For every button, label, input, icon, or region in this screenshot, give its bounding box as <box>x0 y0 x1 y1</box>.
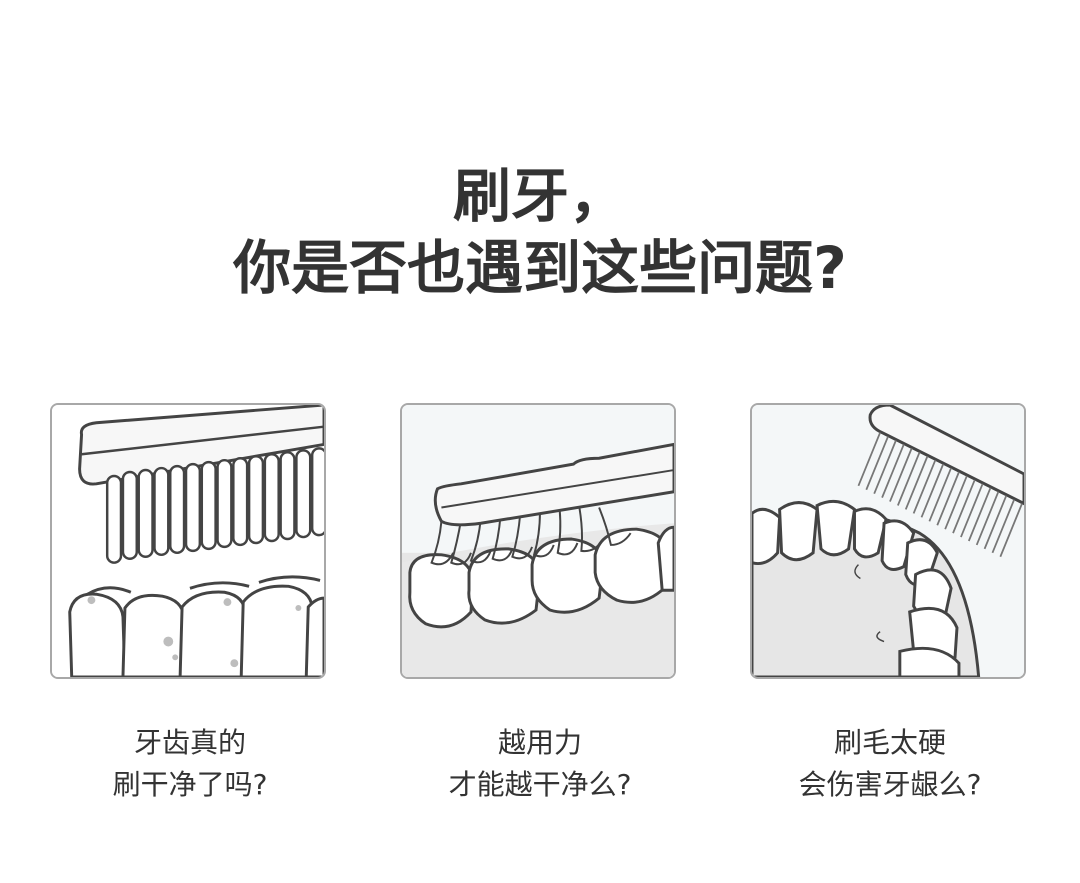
caption-line-1: 牙齿真的 <box>133 726 246 759</box>
caption-line-2: 会伤害牙龈么? <box>798 768 982 801</box>
caption-line-1: 越用力 <box>497 726 582 759</box>
caption-plaque: 牙齿真的 刷干净了吗? <box>30 722 350 806</box>
toothbrush-on-plaque-teeth-icon <box>52 405 324 677</box>
headline: 刷牙， 你是否也遇到这些问题? <box>0 160 1080 304</box>
caption-line-1: 刷毛太硬 <box>833 726 946 759</box>
caption-line-2: 刷干净了吗? <box>112 768 268 801</box>
illustration-panel-plaque <box>50 403 326 679</box>
illustration-panel-gums <box>750 403 1026 679</box>
caption-line-2: 才能越干净么? <box>448 768 632 801</box>
caption-gums: 刷毛太硬 会伤害牙龈么? <box>730 722 1050 806</box>
headline-line-1: 刷牙， <box>452 162 627 230</box>
hard-bristles-gum-damage-icon <box>752 405 1024 677</box>
headline-line-2: 你是否也遇到这些问题? <box>233 234 847 302</box>
illustration-panel-pressure <box>400 403 676 679</box>
toothbrush-pressing-hard-icon <box>402 405 674 677</box>
caption-pressure: 越用力 才能越干净么? <box>380 722 700 806</box>
